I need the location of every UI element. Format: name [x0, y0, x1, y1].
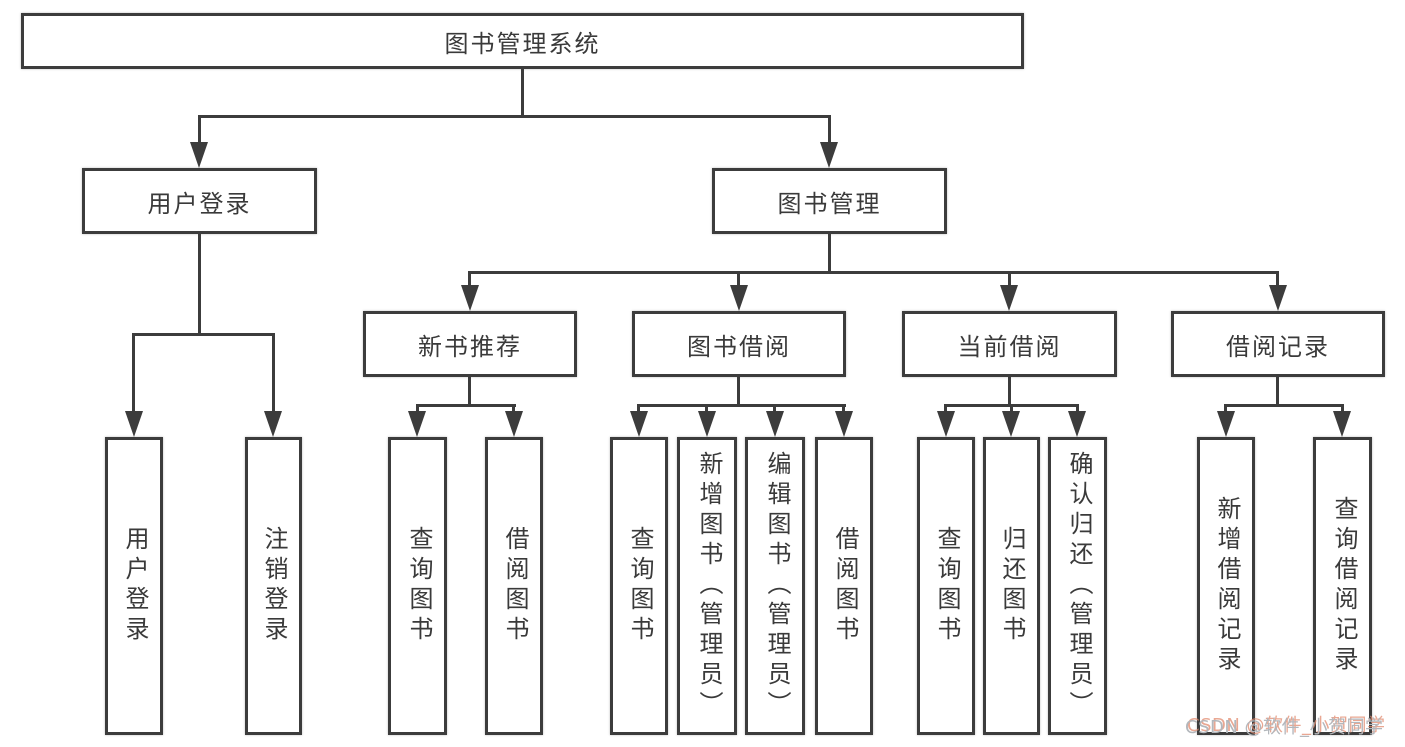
leaf-logout: 注销登录 [245, 437, 302, 735]
connector-drop-bb-borrow [842, 404, 845, 414]
arrowhead-cb-confirm [1068, 411, 1086, 437]
connector-drop-book-management [828, 115, 831, 145]
arrowhead-current-borrow [1000, 285, 1018, 311]
arrowhead-rec-query [1333, 411, 1351, 437]
arrowhead-borrow-records [1269, 285, 1287, 311]
connector-bookborrow-rail [637, 404, 846, 407]
arrowhead-user-login [190, 142, 208, 168]
connector-bookborrow-stem [737, 377, 740, 406]
leaf-query-books-recommend: 查询图书 [388, 437, 447, 735]
connector-records-stem [1276, 377, 1279, 406]
arrowhead-bb-add [698, 411, 716, 437]
node-current-borrow: 当前借阅 [902, 311, 1117, 377]
leaf-add-book-admin: 新增图书（管理员） [677, 437, 737, 735]
node-new-book-recommend: 新书推荐 [363, 311, 577, 377]
leaf-confirm-return-admin: 确认归还（管理员） [1048, 437, 1107, 735]
leaf-borrow-books-recommend: 借阅图书 [485, 437, 543, 735]
node-borrow-records: 借阅记录 [1171, 311, 1385, 377]
connector-userlogin-rail [132, 333, 275, 336]
leaf-query-borrow-record: 查询借阅记录 [1313, 437, 1372, 735]
connector-drop-current-borrow [1008, 271, 1011, 289]
connector-records-rail [1224, 404, 1343, 407]
arrowhead-new-book [461, 285, 479, 311]
node-user-login: 用户登录 [82, 168, 317, 234]
connector-newbook-rail [416, 404, 516, 407]
connector-drop-leaf-user-login [132, 333, 135, 415]
connector-bookmgmt-stem [828, 234, 831, 273]
arrowhead-leaf-logout [264, 411, 282, 437]
arrowhead-bb-edit [766, 411, 784, 437]
connector-drop-rec-query [1341, 404, 1344, 414]
connector-root-stem [521, 69, 524, 118]
connector-drop-cb-confirm [1076, 404, 1079, 414]
connector-userlogin-stem [198, 234, 201, 335]
arrowhead-bb-query [630, 411, 648, 437]
connector-drop-new-book [468, 271, 471, 289]
leaf-user-login: 用户登录 [105, 437, 163, 735]
connector-drop-book-borrow [737, 271, 740, 289]
connector-drop-bb-query [637, 404, 640, 414]
node-root: 图书管理系统 [21, 13, 1024, 69]
connector-bookmgmt-rail [468, 271, 1279, 274]
arrowhead-cb-return [1002, 411, 1020, 437]
connector-drop-cb-query [944, 404, 947, 414]
leaf-add-borrow-record: 新增借阅记录 [1197, 437, 1255, 735]
connector-drop-leaf-logout [272, 333, 275, 415]
arrowhead-leaf-user-login [125, 411, 143, 437]
connector-drop-rec-add [1224, 404, 1227, 414]
node-book-management: 图书管理 [712, 168, 947, 234]
arrowhead-bb-borrow [835, 411, 853, 437]
connector-drop-user-login [198, 115, 201, 145]
arrowhead-nb-query [408, 411, 426, 437]
arrowhead-book-borrow [730, 285, 748, 311]
csdn-watermark: CSDN @软件_小贺同学 [1185, 717, 1384, 738]
leaf-query-books-borrow: 查询图书 [610, 437, 668, 735]
connector-drop-nb-query [416, 404, 419, 414]
leaf-borrow-books-borrow: 借阅图书 [815, 437, 873, 735]
connector-newbook-stem [468, 377, 471, 406]
connector-drop-borrow-records [1276, 271, 1279, 289]
connector-drop-bb-edit [773, 404, 776, 414]
arrowhead-rec-add [1217, 411, 1235, 437]
arrowhead-book-management [820, 142, 838, 168]
leaf-return-book: 归还图书 [983, 437, 1040, 735]
connector-root-rail [198, 115, 831, 118]
connector-currentborrow-stem [1008, 377, 1011, 406]
arrowhead-cb-query [937, 411, 955, 437]
connector-drop-bb-add [705, 404, 708, 414]
connector-drop-cb-return [1010, 404, 1013, 414]
leaf-query-books-current: 查询图书 [917, 437, 975, 735]
node-book-borrow: 图书借阅 [632, 311, 846, 377]
leaf-edit-book-admin: 编辑图书（管理员） [745, 437, 805, 735]
connector-drop-nb-borrow [512, 404, 515, 414]
arrowhead-nb-borrow [505, 411, 523, 437]
